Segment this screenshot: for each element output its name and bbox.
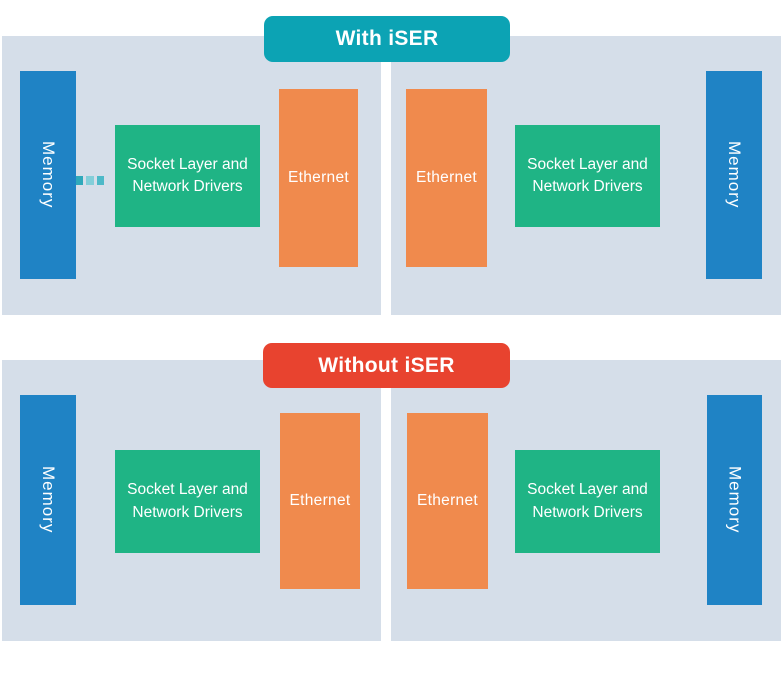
ethernet-block: Ethernet [407, 413, 488, 589]
without-iser-header: Without iSER [263, 343, 510, 388]
memory-block: Memory [706, 71, 762, 279]
memory-block: Memory [20, 395, 76, 605]
ethernet-block: Ethernet [280, 413, 360, 589]
socket-layer-block: Socket Layer and Network Drivers [115, 125, 260, 227]
socket-layer-block: Socket Layer and Network Drivers [515, 125, 660, 227]
ethernet-block: Ethernet [279, 89, 358, 267]
memory-block: Memory [707, 395, 762, 605]
rdma-dash-icon [96, 176, 104, 185]
rdma-dash-icon [86, 176, 94, 185]
rdma-dash-icon [76, 176, 84, 185]
without-iser-right-panel: Ethernet Socket Layer and Network Driver… [391, 360, 781, 641]
rdma-link-dashes-icon [76, 176, 104, 185]
without-iser-left-panel: Memory Socket Layer and Network Drivers … [2, 360, 381, 641]
socket-layer-block: Socket Layer and Network Drivers [115, 450, 260, 553]
ethernet-block: Ethernet [406, 89, 487, 267]
with-iser-right-panel: Ethernet Socket Layer and Network Driver… [391, 36, 781, 315]
memory-block: Memory [20, 71, 76, 279]
socket-layer-block: Socket Layer and Network Drivers [515, 450, 660, 553]
with-iser-header: With iSER [264, 16, 510, 62]
with-iser-left-panel: Memory Socket Layer and Network Drivers … [2, 36, 381, 315]
